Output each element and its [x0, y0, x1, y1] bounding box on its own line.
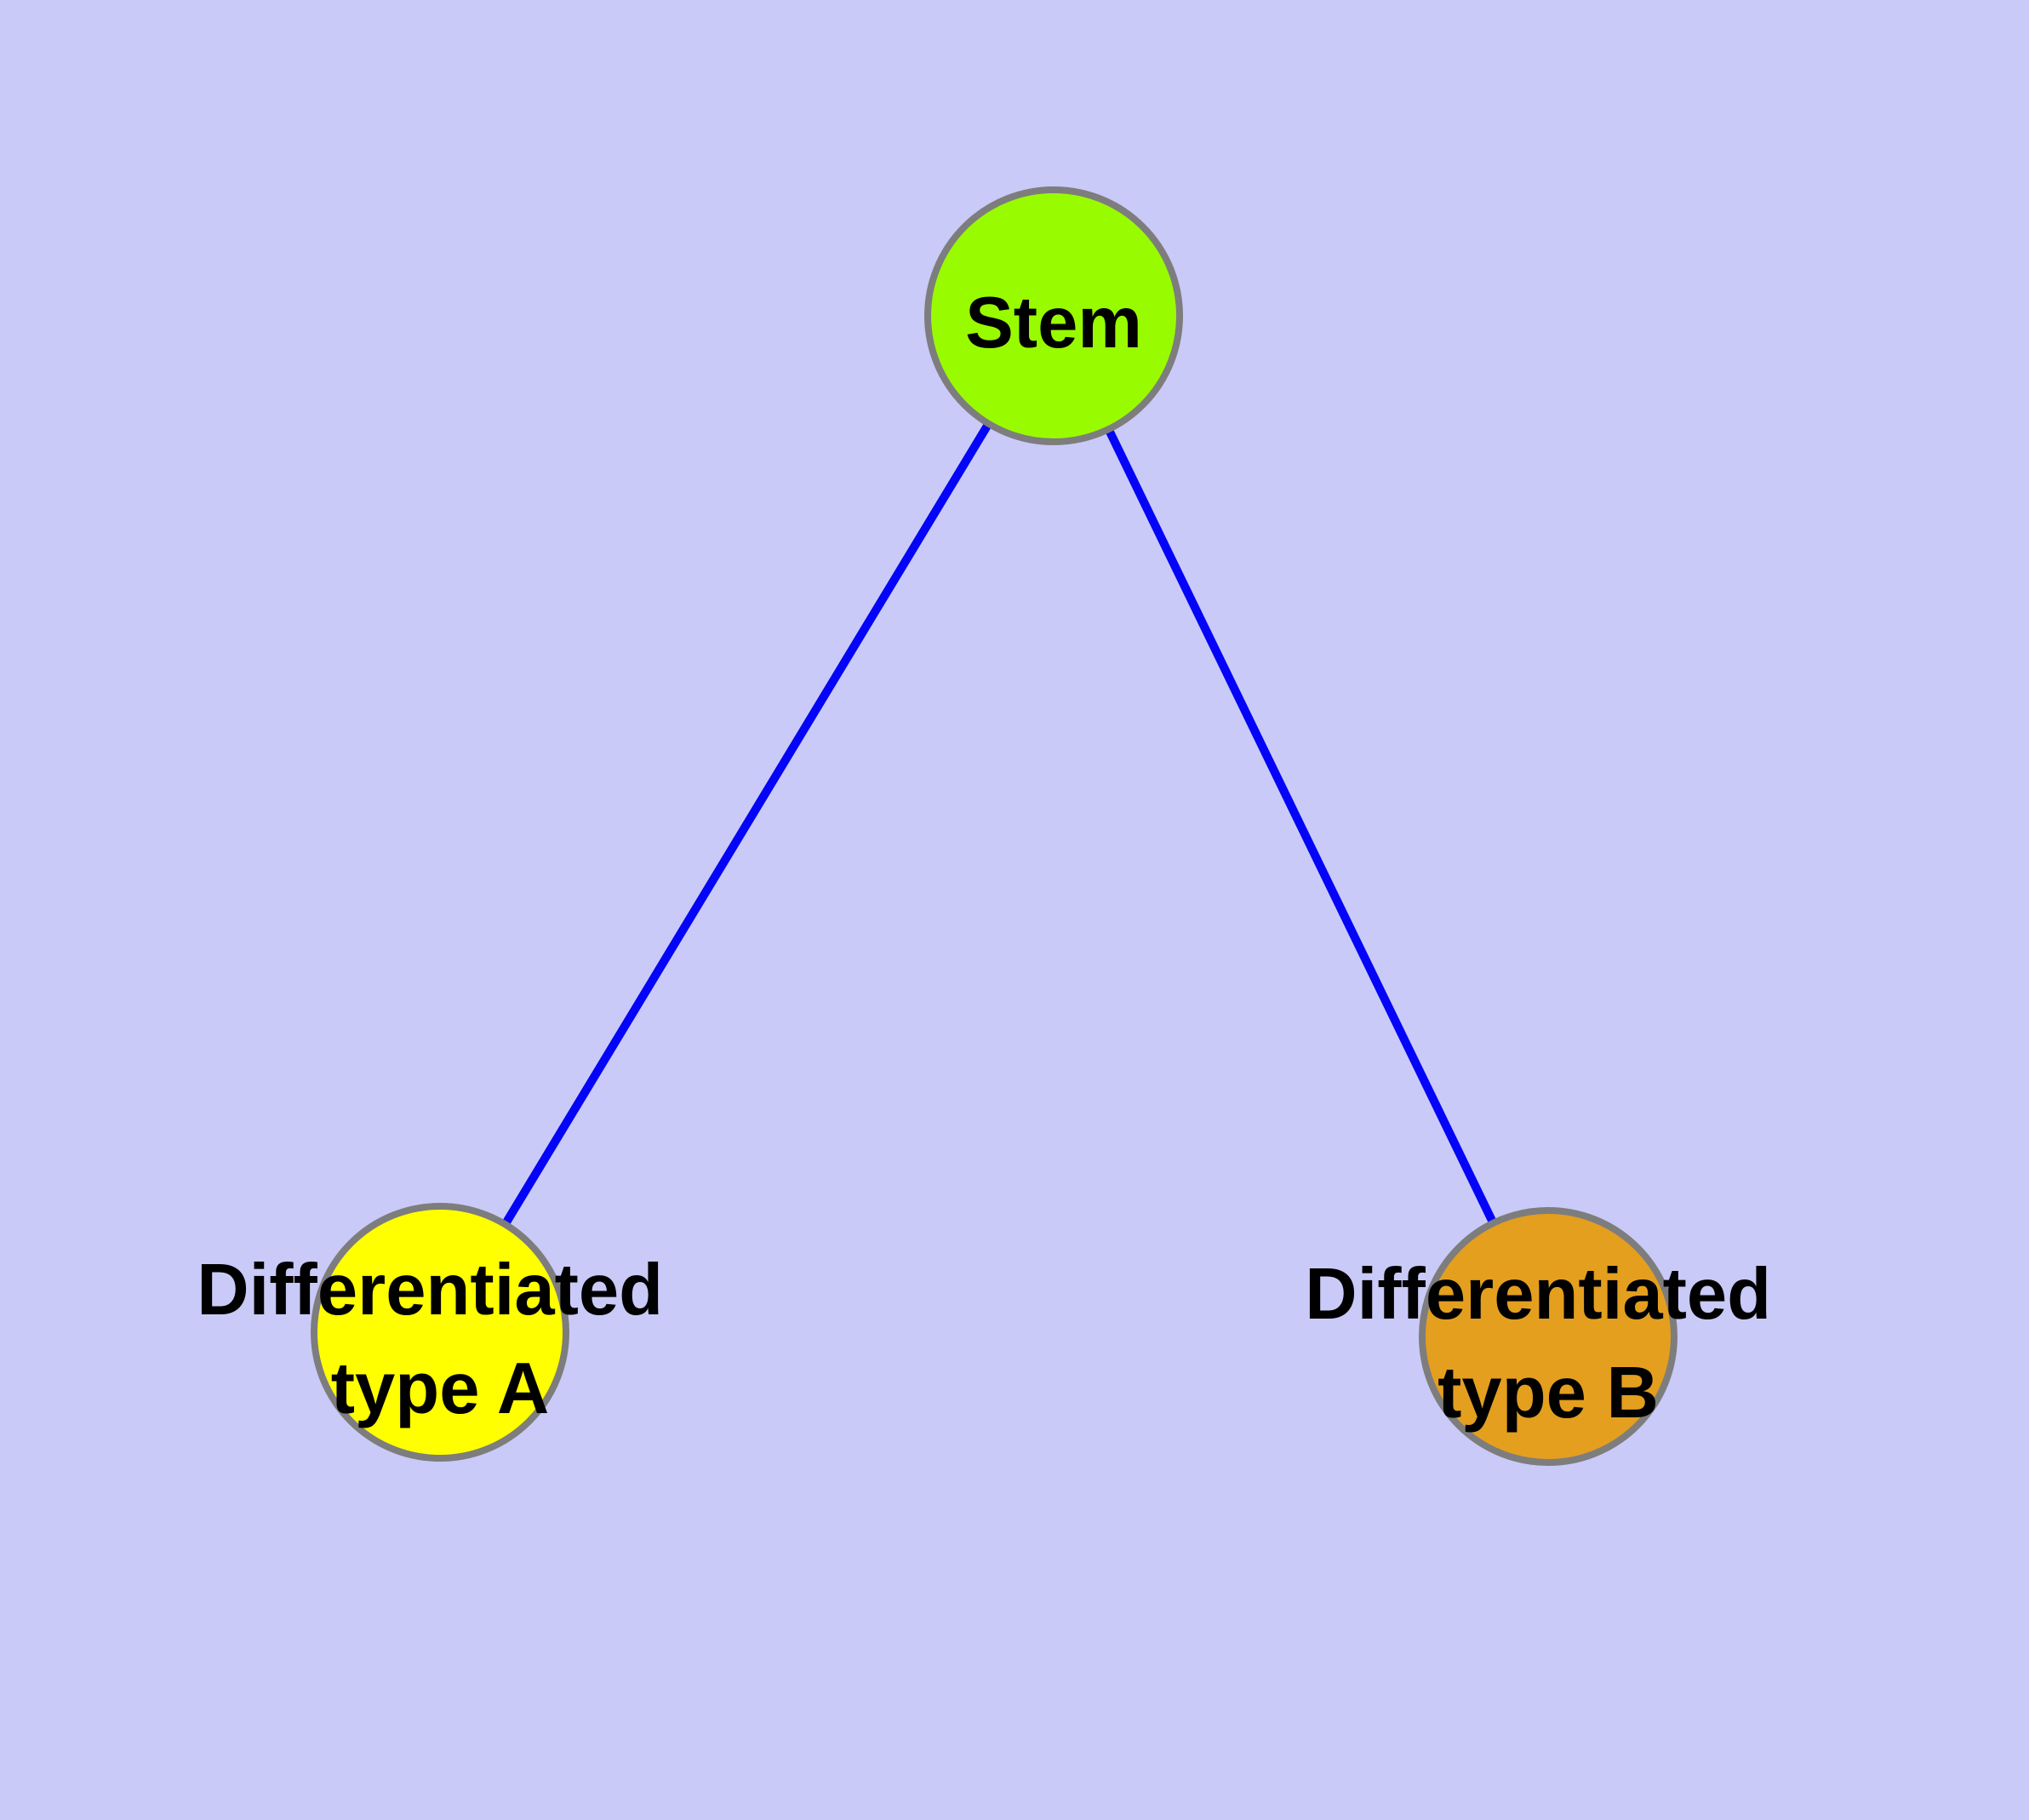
- edge-stem-to-type-a[interactable]: [436, 313, 1058, 1335]
- node-differentiated-type-a[interactable]: [311, 1203, 569, 1462]
- node-stem[interactable]: [924, 186, 1183, 445]
- node-differentiated-type-b-label: Differentiated type B: [1305, 1254, 1791, 1434]
- node-differentiated-type-a-label-line1: Differentiated: [197, 1250, 663, 1331]
- edge-stem-to-type-b[interactable]: [1049, 313, 1552, 1339]
- node-differentiated-type-b-label-line2: type B: [1437, 1353, 1659, 1434]
- node-differentiated-type-a-label-line2: type A: [331, 1348, 550, 1429]
- node-differentiated-type-a-label: Differentiated type A: [197, 1250, 683, 1429]
- node-differentiated-type-b[interactable]: [1419, 1207, 1677, 1466]
- node-stem-label: Stem: [965, 283, 1142, 363]
- node-differentiated-type-b-label-line1: Differentiated: [1305, 1254, 1771, 1335]
